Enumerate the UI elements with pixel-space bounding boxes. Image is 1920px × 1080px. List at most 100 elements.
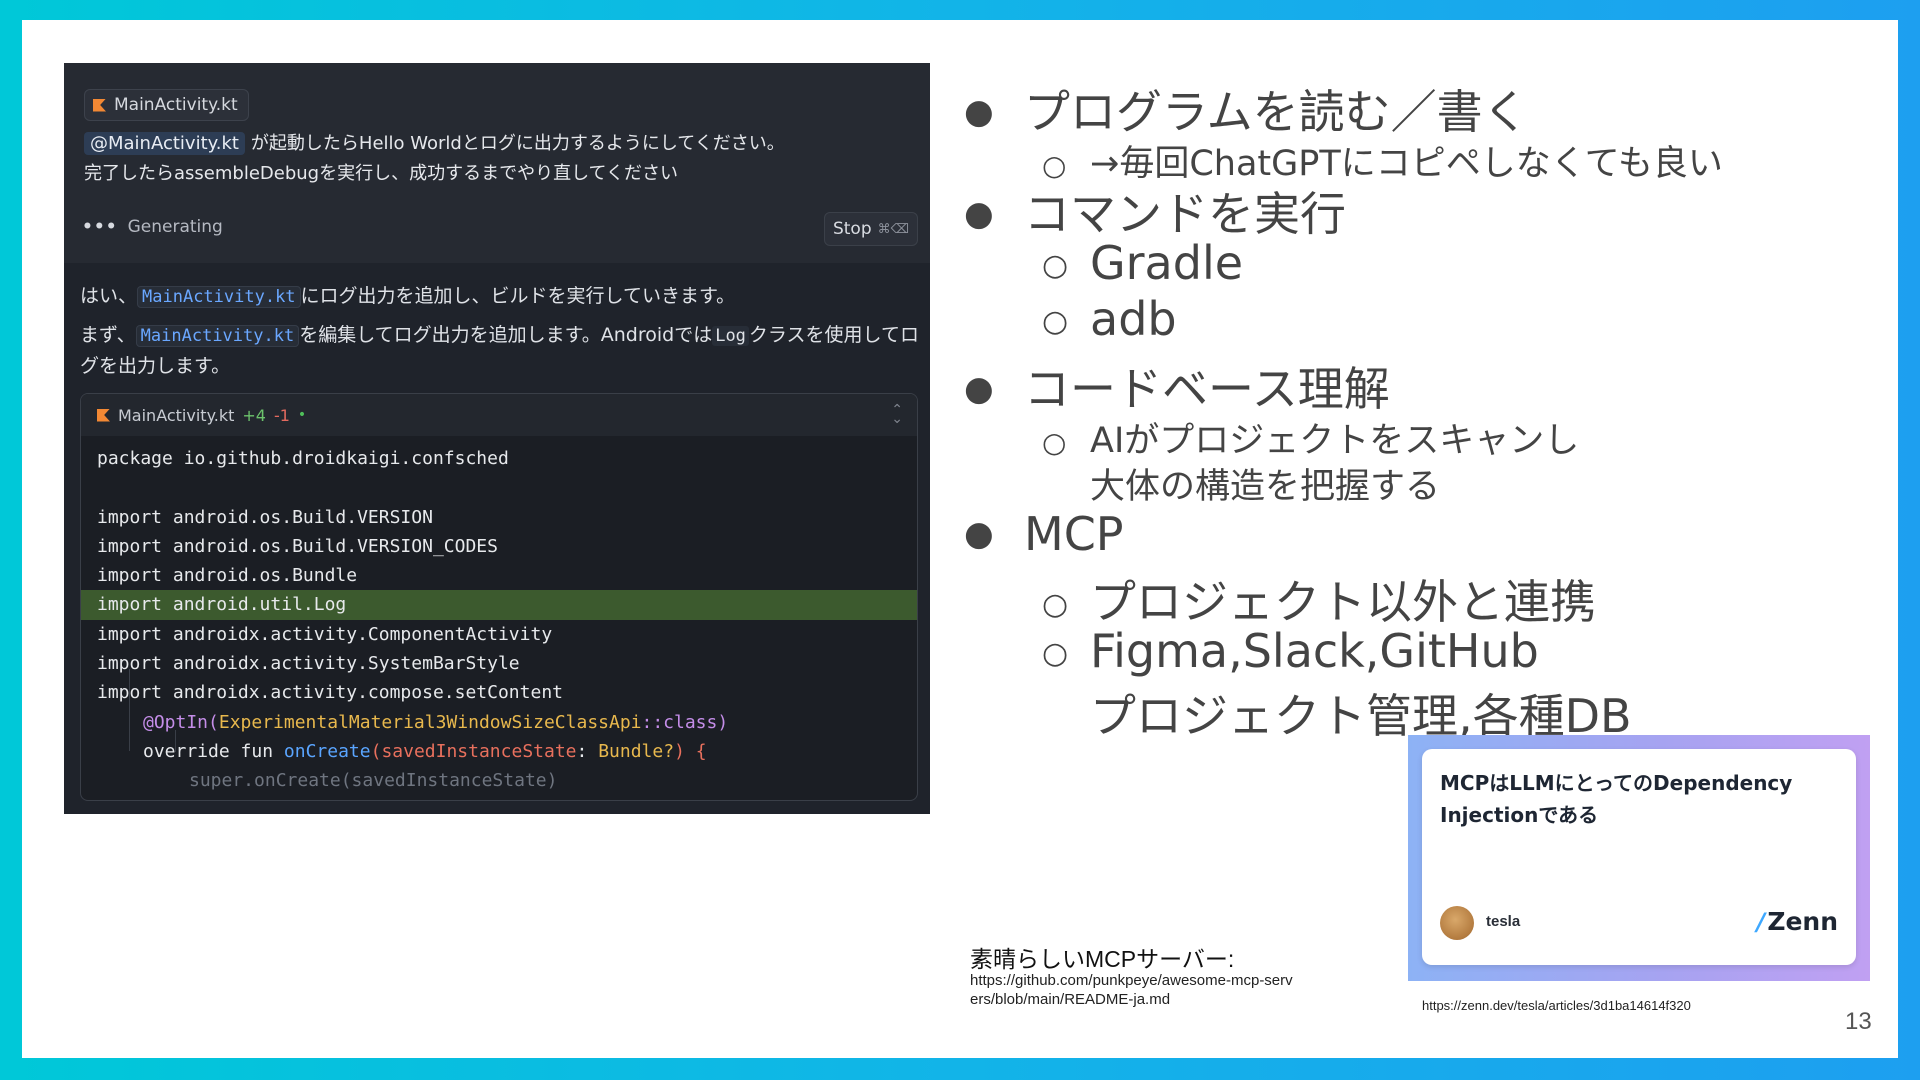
expand-collapse-icon[interactable]: ⌃⌄ [891, 402, 903, 427]
code-line: @OptIn(ExperimentalMaterial3WindowSizeCl… [81, 708, 917, 737]
code-diff-card: MainActivity.kt +4 -1 • ⌃⌄ package io.gi… [80, 393, 918, 801]
brace: ) { [674, 740, 707, 762]
response-text: はい、 [80, 285, 138, 307]
prompt-line-1-text: が起動したらHello Worldとログに出力するようにしてください。 [250, 133, 785, 154]
sub-bullet-text: AIがプロジェクトをスキャンし [1090, 421, 1580, 461]
code-line: import android.os.Build.VERSION [97, 506, 433, 528]
caption-url[interactable]: https://github.com/punkpeye/awesome-mcp-… [970, 972, 1293, 1008]
response-text: まず、 [80, 324, 136, 346]
bullet-text: プログラムを読む／書く [1024, 85, 1529, 139]
indent-guide [175, 730, 176, 752]
sub-bullet-continuation: 大体の構造を把握する [1090, 467, 1441, 507]
zenn-article-title: MCPはLLMにとってのDependency Injectionである [1440, 771, 1793, 827]
annotation-end: ::class) [641, 711, 729, 733]
code-line: import androidx.activity.compose.setCont… [97, 682, 563, 704]
sub-bullet: ○ adb [1042, 292, 1177, 346]
indent-guide [129, 669, 130, 751]
zenn-logo: /Zenn [1757, 907, 1838, 936]
code-line-faded: super.onCreate(savedInstanceState) [189, 770, 558, 792]
type: Bundle? [598, 740, 675, 762]
zenn-logo-text: Zenn [1767, 907, 1838, 936]
code-line: import android.os.Bundle [97, 565, 358, 587]
sub-bullet-text: →毎回ChatGPTにコピペしなくても良い [1090, 144, 1723, 184]
bullet-text: コードベース理解 [1024, 362, 1390, 416]
sub-bullet: ○ AIがプロジェクトをスキャンし [1042, 412, 1579, 463]
caption-title: 素晴らしいMCPサーバー: [970, 946, 1235, 972]
sub-bullet-marker: ○ [1042, 587, 1069, 622]
code-lines: package io.github.droidkaigi.confsched i… [81, 444, 917, 796]
zenn-url[interactable]: https://zenn.dev/tesla/articles/3d1ba146… [1422, 998, 1691, 1013]
sub-bullet-text: プロジェクト以外と連携 [1090, 575, 1596, 629]
page-number: 13 [1845, 1008, 1872, 1035]
bullet-marker: ● [964, 91, 994, 132]
sub-bullet: ○ Gradle [1042, 236, 1243, 290]
sub-bullet-marker: ○ [1042, 248, 1069, 283]
stop-button[interactable]: Stop ⌘⌫ [824, 212, 918, 246]
bullet-marker: ● [964, 193, 994, 234]
bullet-text: MCP [1024, 507, 1124, 561]
generating-label: Generating [127, 217, 223, 237]
file-chip-label: MainActivity.kt [114, 95, 238, 115]
annotation: @OptIn( [143, 711, 219, 733]
function-name: onCreate [283, 740, 371, 762]
zenn-article-card[interactable]: MCPはLLMにとってのDependency Injectionである tesl… [1408, 735, 1870, 981]
kotlin-icon [97, 408, 110, 422]
zenn-card-inner: MCPはLLMにとってのDependency Injectionである tesl… [1422, 749, 1856, 965]
inline-code: Log [712, 326, 749, 346]
avatar [1440, 906, 1474, 940]
code-line-added: import android.util.Log [81, 590, 917, 620]
bullet-codebase: ● コードベース理解 [964, 353, 1390, 419]
sub-bullet-text: adb [1090, 292, 1177, 346]
sub-bullet-text: Gradle [1090, 236, 1244, 290]
sub-bullet-marker: ○ [1042, 426, 1067, 459]
kotlin-icon [93, 98, 106, 112]
code-line: import androidx.activity.SystemBarStyle [97, 653, 520, 675]
file-chip[interactable]: MainActivity.kt [84, 89, 249, 121]
code-line: override fun onCreate(savedInstanceState… [81, 737, 917, 766]
ellipsis-icon: ••• [82, 217, 118, 237]
code-diff-header[interactable]: MainActivity.kt +4 -1 • ⌃⌄ [81, 394, 917, 436]
code-line: import android.os.Build.VERSION_CODES [97, 535, 498, 557]
code-line: import androidx.activity.ComponentActivi… [97, 623, 553, 645]
code-file-name: MainActivity.kt [118, 405, 235, 425]
sub-bullet-continuation: プロジェクト管理,各種DB [1090, 689, 1632, 743]
parameter: savedInstanceState [381, 740, 577, 762]
file-reference[interactable]: MainActivity.kt [135, 325, 300, 347]
sub-bullet-marker: ○ [1042, 636, 1069, 671]
response-text: を編集してログ出力を追加します。Androidでは [299, 324, 713, 346]
class-ref: ExperimentalMaterial3WindowSizeClassApi [218, 711, 642, 733]
prompt-line-2: 完了したらassembleDebugを実行し、成功するまでやり直してください [84, 163, 679, 184]
paren: ( [370, 740, 382, 762]
removed-lines: -1 [273, 405, 290, 425]
sub-bullet-text: Figma,Slack,GitHub [1090, 624, 1539, 678]
added-lines: +4 [242, 405, 266, 425]
sub-bullet: ○ Figma,Slack,GitHub [1042, 624, 1539, 678]
bullet-text: コマンドを実行 [1024, 187, 1346, 241]
sub-bullet: ○ →毎回ChatGPTにコピペしなくても良い [1042, 135, 1723, 186]
bullet-command: ● コマンドを実行 [964, 178, 1346, 244]
code-line: package io.github.droidkaigi.confsched [97, 448, 509, 469]
sub-bullet-marker: ○ [1042, 149, 1067, 182]
stop-shortcut: ⌘⌫ [877, 221, 910, 237]
bullet-marker: ● [964, 513, 994, 554]
sub-bullet-marker: ○ [1042, 304, 1069, 339]
file-reference[interactable]: MainActivity.kt [137, 286, 301, 308]
status-dot: • [297, 407, 307, 423]
sub-bullet: ○ プロジェクト以外と連携 [1042, 566, 1596, 632]
keyword: override fun [143, 740, 284, 762]
colon: : [576, 740, 599, 762]
code-line [81, 473, 917, 502]
bullet-mcp: ● MCP [964, 507, 1124, 561]
bullet-marker: ● [964, 368, 994, 409]
generating-status: ••• Generating [82, 217, 223, 237]
prompt-mention[interactable]: @MainActivity.kt [84, 132, 245, 155]
response-text: クラスを使用してログを出力します。 [80, 324, 919, 377]
stop-button-label: Stop [832, 219, 872, 239]
zenn-logo-icon: / [1756, 907, 1766, 936]
